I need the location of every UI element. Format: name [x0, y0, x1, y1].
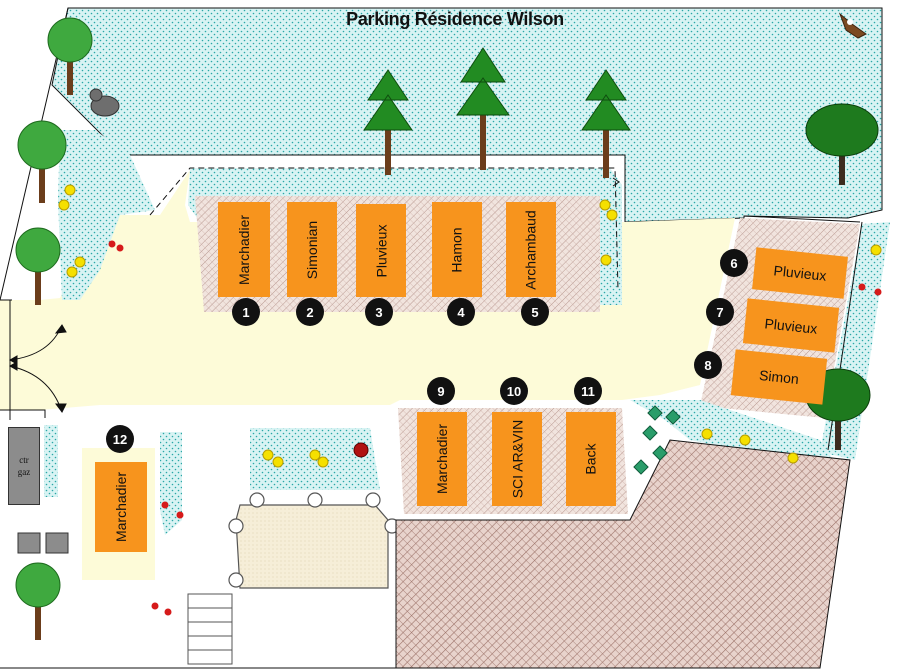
spot-5-name: Archambaud	[523, 209, 540, 290]
spot-7: Pluvieux	[742, 298, 840, 353]
large-terrace	[395, 439, 851, 669]
leafy-trees	[15, 17, 879, 640]
spot-12-badge: 12	[106, 425, 134, 453]
spot-4: Hamon	[432, 202, 482, 297]
spot-11-name: Back	[583, 443, 599, 475]
spot-8: Simon	[730, 349, 828, 405]
spot-1-name: Marchadier	[236, 214, 252, 285]
spot-5: Archambaud	[506, 202, 556, 297]
gas-label-line1: ctr	[19, 455, 29, 465]
spot-3: Pluvieux	[356, 204, 406, 297]
spot-2-badge: 2	[296, 298, 324, 326]
spot-3-name: Pluvieux	[373, 224, 390, 277]
spot-6-badge: 6	[720, 249, 748, 277]
spot-4-name: Hamon	[448, 226, 465, 273]
stairs	[187, 593, 233, 665]
spot-12-name: Marchadier	[113, 471, 129, 543]
spot-9-badge: 9	[427, 377, 455, 405]
footpath	[149, 167, 619, 291]
flowers	[58, 184, 882, 616]
gas-label-line2: gaz	[17, 467, 31, 477]
gas-meter: ctr gaz	[8, 427, 40, 505]
spot-6-name: Pluvieux	[772, 262, 828, 284]
spot-11-badge: 11	[574, 377, 602, 405]
spot-1: Marchadier	[218, 202, 270, 297]
spot-9: Marchadier	[417, 412, 467, 506]
spot-10-badge: 10	[500, 377, 528, 405]
spot-2: Simonian	[287, 202, 337, 297]
spot-8-badge: 8	[694, 351, 722, 379]
spot-1-badge: 1	[232, 298, 260, 326]
spot-2-name: Simonian	[304, 220, 320, 279]
spot-10-name: SCI AR&VIN	[509, 419, 525, 499]
spot-11: Back	[566, 412, 616, 506]
eagle	[838, 12, 867, 39]
spot-4-badge: 4	[447, 298, 475, 326]
cat	[89, 88, 120, 117]
spot-7-name: Pluvieux	[763, 314, 819, 337]
gate	[8, 300, 67, 420]
spot-12: Marchadier	[95, 462, 147, 552]
spot-3-badge: 3	[365, 298, 393, 326]
spot-10: SCI AR&VIN	[492, 412, 542, 506]
page-title: Parking Résidence Wilson	[346, 9, 564, 29]
sandbox-posts	[228, 492, 400, 588]
pine-trees	[363, 47, 631, 178]
sandbox	[235, 504, 389, 589]
spot-8-name: Simon	[758, 366, 800, 388]
spot-9-name: Marchadier	[434, 423, 450, 495]
spot-5-badge: 5	[521, 298, 549, 326]
spot-7-badge: 7	[706, 298, 734, 326]
